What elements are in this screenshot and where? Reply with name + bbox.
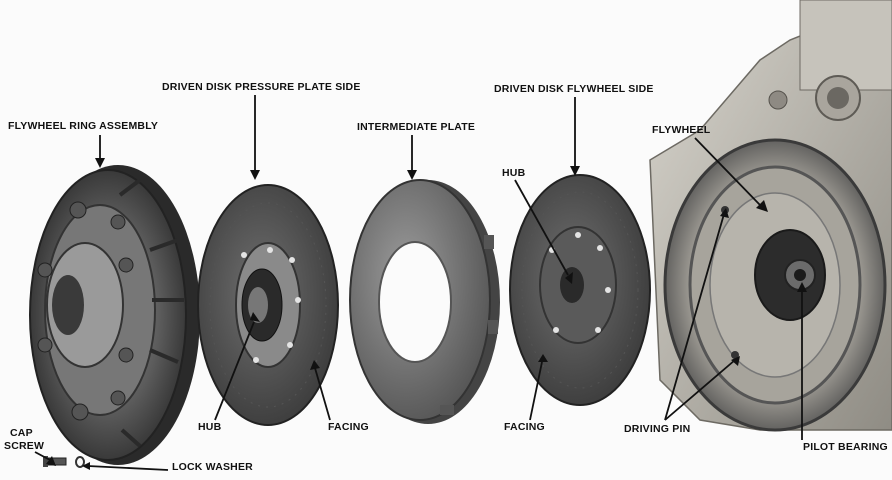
driven-disk-pressure-side-group — [197, 184, 339, 426]
label-driven-disk-pressure-plate-side: DRIVEN DISK PRESSURE PLATE SIDE — [162, 81, 361, 93]
engine-bolt — [768, 90, 788, 110]
label-flywheel: FLYWHEEL — [652, 124, 711, 136]
label-pilot-bearing: PILOT BEARING — [803, 441, 888, 453]
label-cap-screw-line1: CAP — [10, 427, 33, 439]
intermediate-plate-hole — [378, 241, 452, 363]
label-cap-screw-line2: SCREW — [4, 440, 45, 452]
driving-pin-lower — [731, 351, 739, 359]
engine-block-top — [799, 0, 892, 91]
label-hub-right: HUB — [502, 167, 526, 179]
label-intermediate-plate: INTERMEDIATE PLATE — [357, 121, 476, 133]
leader-driving-pin-a — [664, 213, 725, 421]
label-lock-washer: LOCK WASHER — [172, 461, 253, 473]
leader-lines — [34, 95, 803, 471]
arrow-heads — [46, 158, 807, 470]
leader-facing-left — [314, 367, 331, 421]
leader-hub-right — [514, 179, 569, 276]
leader-facing-right — [529, 361, 543, 421]
leader-cap-screw — [34, 451, 51, 461]
leader-hub-left — [214, 321, 255, 421]
intermediate-plate-group — [349, 179, 500, 424]
leader-driving-pin-b — [664, 359, 736, 421]
hub-right-shape — [560, 267, 584, 303]
flywheel-ring-assembly-group — [29, 165, 200, 465]
cap-screw-group — [43, 456, 85, 468]
label-driven-disk-flywheel-side: DRIVEN DISK FLYWHEEL SIDE — [494, 83, 654, 95]
flywheel-group — [649, 0, 892, 432]
ring-assembly-bore — [52, 275, 84, 335]
lock-washer-shape — [75, 456, 85, 468]
leader-flywheel — [694, 137, 761, 206]
label-flywheel-ring-assembly: FLYWHEEL RING ASSEMBLY — [8, 120, 159, 132]
leader-lock-washer — [87, 465, 169, 471]
label-driving-pin: DRIVING PIN — [624, 423, 691, 435]
label-facing-left: FACING — [328, 421, 369, 433]
label-facing-right: FACING — [504, 421, 545, 433]
label-hub-left: HUB — [198, 421, 222, 433]
